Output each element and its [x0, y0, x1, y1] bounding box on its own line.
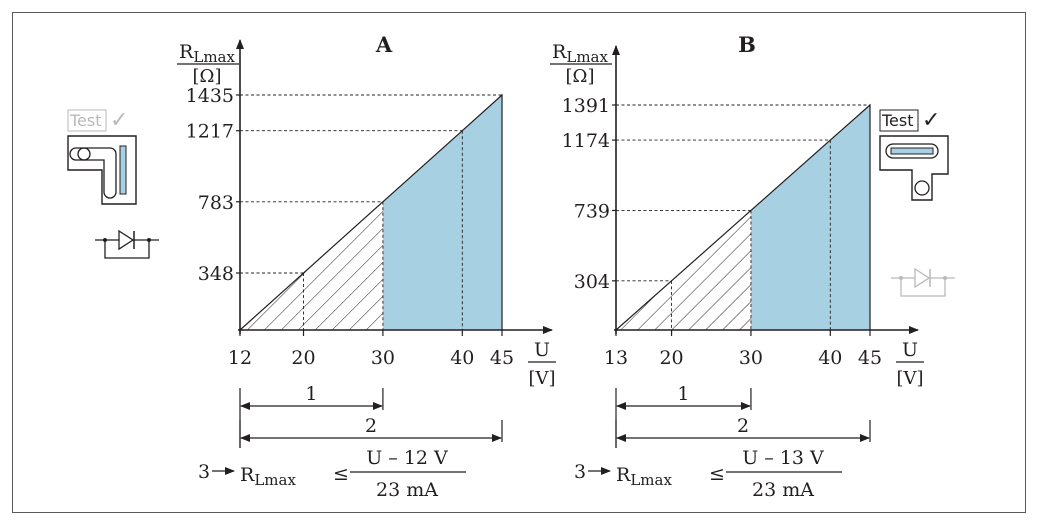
chart-a-y-tick-label: 783: [198, 192, 234, 214]
chart-b-switch-lever: [890, 147, 934, 155]
chart-a-test-switch: Test ✓: [67, 108, 137, 205]
chart-b-formula-numerator: U – 13 V: [742, 447, 824, 469]
chart-b-range-label-1: 1: [677, 383, 689, 405]
chart-a-check-icon: ✓: [110, 108, 128, 133]
chart-b-series-line: [615, 103, 871, 331]
chart-b-formula-relation: ≤: [709, 463, 725, 485]
chart-a-y-unit: [Ω]: [193, 66, 222, 87]
chart-b-y-unit: [Ω]: [566, 66, 595, 87]
chart-a-y-tick-label: 1217: [186, 121, 234, 143]
chart-b-panel-label: B: [738, 32, 756, 57]
chart-a-x-tick-label: 12: [228, 347, 252, 369]
chart-a-diode-icon: [95, 229, 159, 259]
chart-a-switch-body: [67, 135, 137, 205]
chart-a-formula-denominator: 23 mA: [376, 479, 438, 501]
diagram-frame: [12, 12, 1026, 513]
chart-a-x-tick-label: 40: [450, 347, 474, 369]
chart-b-x-tick-label: 40: [818, 347, 842, 369]
chart-b-test-switch: Test ✓: [879, 108, 949, 201]
chart-b-x-label: U: [902, 339, 918, 361]
chart-a-test-label: Test: [69, 111, 102, 130]
chart-b-range-label-2: 2: [737, 415, 749, 437]
chart-a-formula-relation: ≤: [333, 463, 349, 485]
chart-b-y-tick-label: 1391: [562, 95, 610, 117]
chart-b-switch-slot: [885, 143, 939, 159]
chart-b-x-unit: [V]: [896, 368, 923, 389]
chart-a-x-label: U: [534, 339, 550, 361]
chart-b-x-tick-label: 20: [659, 347, 683, 369]
chart-b-y-label: RLmax: [552, 41, 608, 66]
chart-a-y-tick-label: 348: [198, 263, 234, 285]
chart-b-x-tick-label: 45: [858, 347, 882, 369]
chart-b-formula-lhs: RLmax: [616, 464, 672, 489]
chart-b-check-icon: ✓: [922, 108, 940, 133]
chart-a-formula-index: 3: [198, 461, 210, 483]
chart-a-formula-lhs: RLmax: [240, 464, 296, 489]
chart-a-y-tick-label: 1435: [186, 85, 234, 107]
chart-b-y-tick-label: 1174: [562, 130, 610, 152]
chart-b-x-tick-label: 13: [604, 347, 628, 369]
chart-a-switch-slot: [69, 147, 117, 199]
chart-a-x-tick-label: 30: [371, 347, 395, 369]
chart-a-x-tick-label: 20: [291, 347, 315, 369]
chart-b-y-tick-label: 739: [574, 200, 610, 222]
chart-b-test-label-box: [879, 109, 919, 132]
chart-a-x-unit: [V]: [528, 368, 555, 389]
chart-b-switch-hole: [914, 180, 930, 196]
chart-a-switch-hole: [77, 147, 91, 161]
chart-b-x-tick-label: 30: [739, 347, 763, 369]
chart-a-x-tick-label: 45: [490, 347, 514, 369]
chart-a-y-label: RLmax: [179, 41, 235, 66]
chart-a-switch-lever: [119, 145, 127, 195]
chart-a-range-label-2: 2: [365, 415, 377, 437]
chart-a-formula-numerator: U – 12 V: [366, 447, 448, 469]
chart-b-diode-icon: [891, 267, 955, 297]
chart-b-formula-denominator: 23 mA: [752, 479, 814, 501]
chart-b-y-tick-label: 304: [574, 271, 610, 293]
chart-b-test-label: Test: [881, 111, 914, 130]
chart-a-panel-label: A: [375, 32, 393, 57]
chart-b-formula-index: 3: [574, 461, 586, 483]
chart-a-test-label-box: [67, 109, 107, 132]
chart-a-range-label-1: 1: [305, 383, 317, 405]
